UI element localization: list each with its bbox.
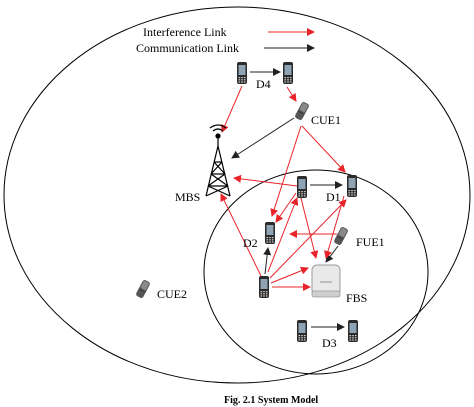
interference-link — [233, 174, 298, 187]
communication-links — [231, 68, 345, 331]
femto-base-station-icon — [311, 264, 341, 298]
legend-interference-label: Interference Link — [143, 25, 227, 39]
d2-tx-mobile-phone-icon — [259, 276, 269, 298]
interference-links — [220, 85, 347, 291]
d4-rx-mobile-phone-icon — [283, 62, 293, 84]
link-cue1-mbs — [231, 117, 295, 159]
d4-tx-mobile-phone-icon — [237, 62, 247, 84]
link-fue1-fbs — [325, 245, 339, 263]
label-cue1: CUE1 — [311, 113, 341, 127]
interference-link — [286, 86, 297, 102]
interference-link — [267, 197, 299, 273]
interference-link — [301, 125, 346, 173]
label-fue1: FUE1 — [356, 235, 385, 249]
cell-tower-icon — [205, 124, 231, 197]
label-cue2: CUE2 — [157, 287, 187, 301]
d3-rx-mobile-phone-icon — [348, 320, 358, 342]
d2-rx-mobile-phone-icon — [265, 222, 275, 244]
interference-link — [270, 125, 302, 217]
label-mbs: MBS — [175, 190, 200, 204]
link-d2-tx-rx — [263, 247, 272, 275]
d1-tx-mobile-phone-icon — [297, 176, 307, 198]
d3-tx-mobile-phone-icon — [297, 320, 307, 342]
figure-caption: Fig. 2.1 System Model — [224, 395, 318, 406]
d1-rx-mobile-phone-icon — [347, 175, 357, 197]
interference-link — [324, 195, 345, 259]
interference-link — [220, 193, 263, 279]
interference-link — [299, 193, 319, 259]
interference-link — [221, 85, 243, 133]
legend: Interference Link Communication Link — [136, 25, 315, 55]
label-fbs: FBS — [346, 291, 367, 305]
interference-link — [269, 199, 347, 279]
femto-cell-boundary — [203, 169, 429, 375]
legend-communication-label: Communication Link — [136, 41, 239, 55]
cue2-flip-phone-icon — [134, 278, 152, 300]
cue1-flip-phone-icon — [293, 100, 311, 122]
label-d2: D2 — [243, 236, 258, 250]
label-d3: D3 — [322, 336, 337, 350]
fue1-flip-phone-icon — [332, 225, 350, 247]
label-d1: D1 — [326, 190, 341, 204]
label-d4: D4 — [256, 77, 271, 91]
macro-cell-boundary — [3, 6, 471, 384]
interference-link — [270, 266, 309, 284]
